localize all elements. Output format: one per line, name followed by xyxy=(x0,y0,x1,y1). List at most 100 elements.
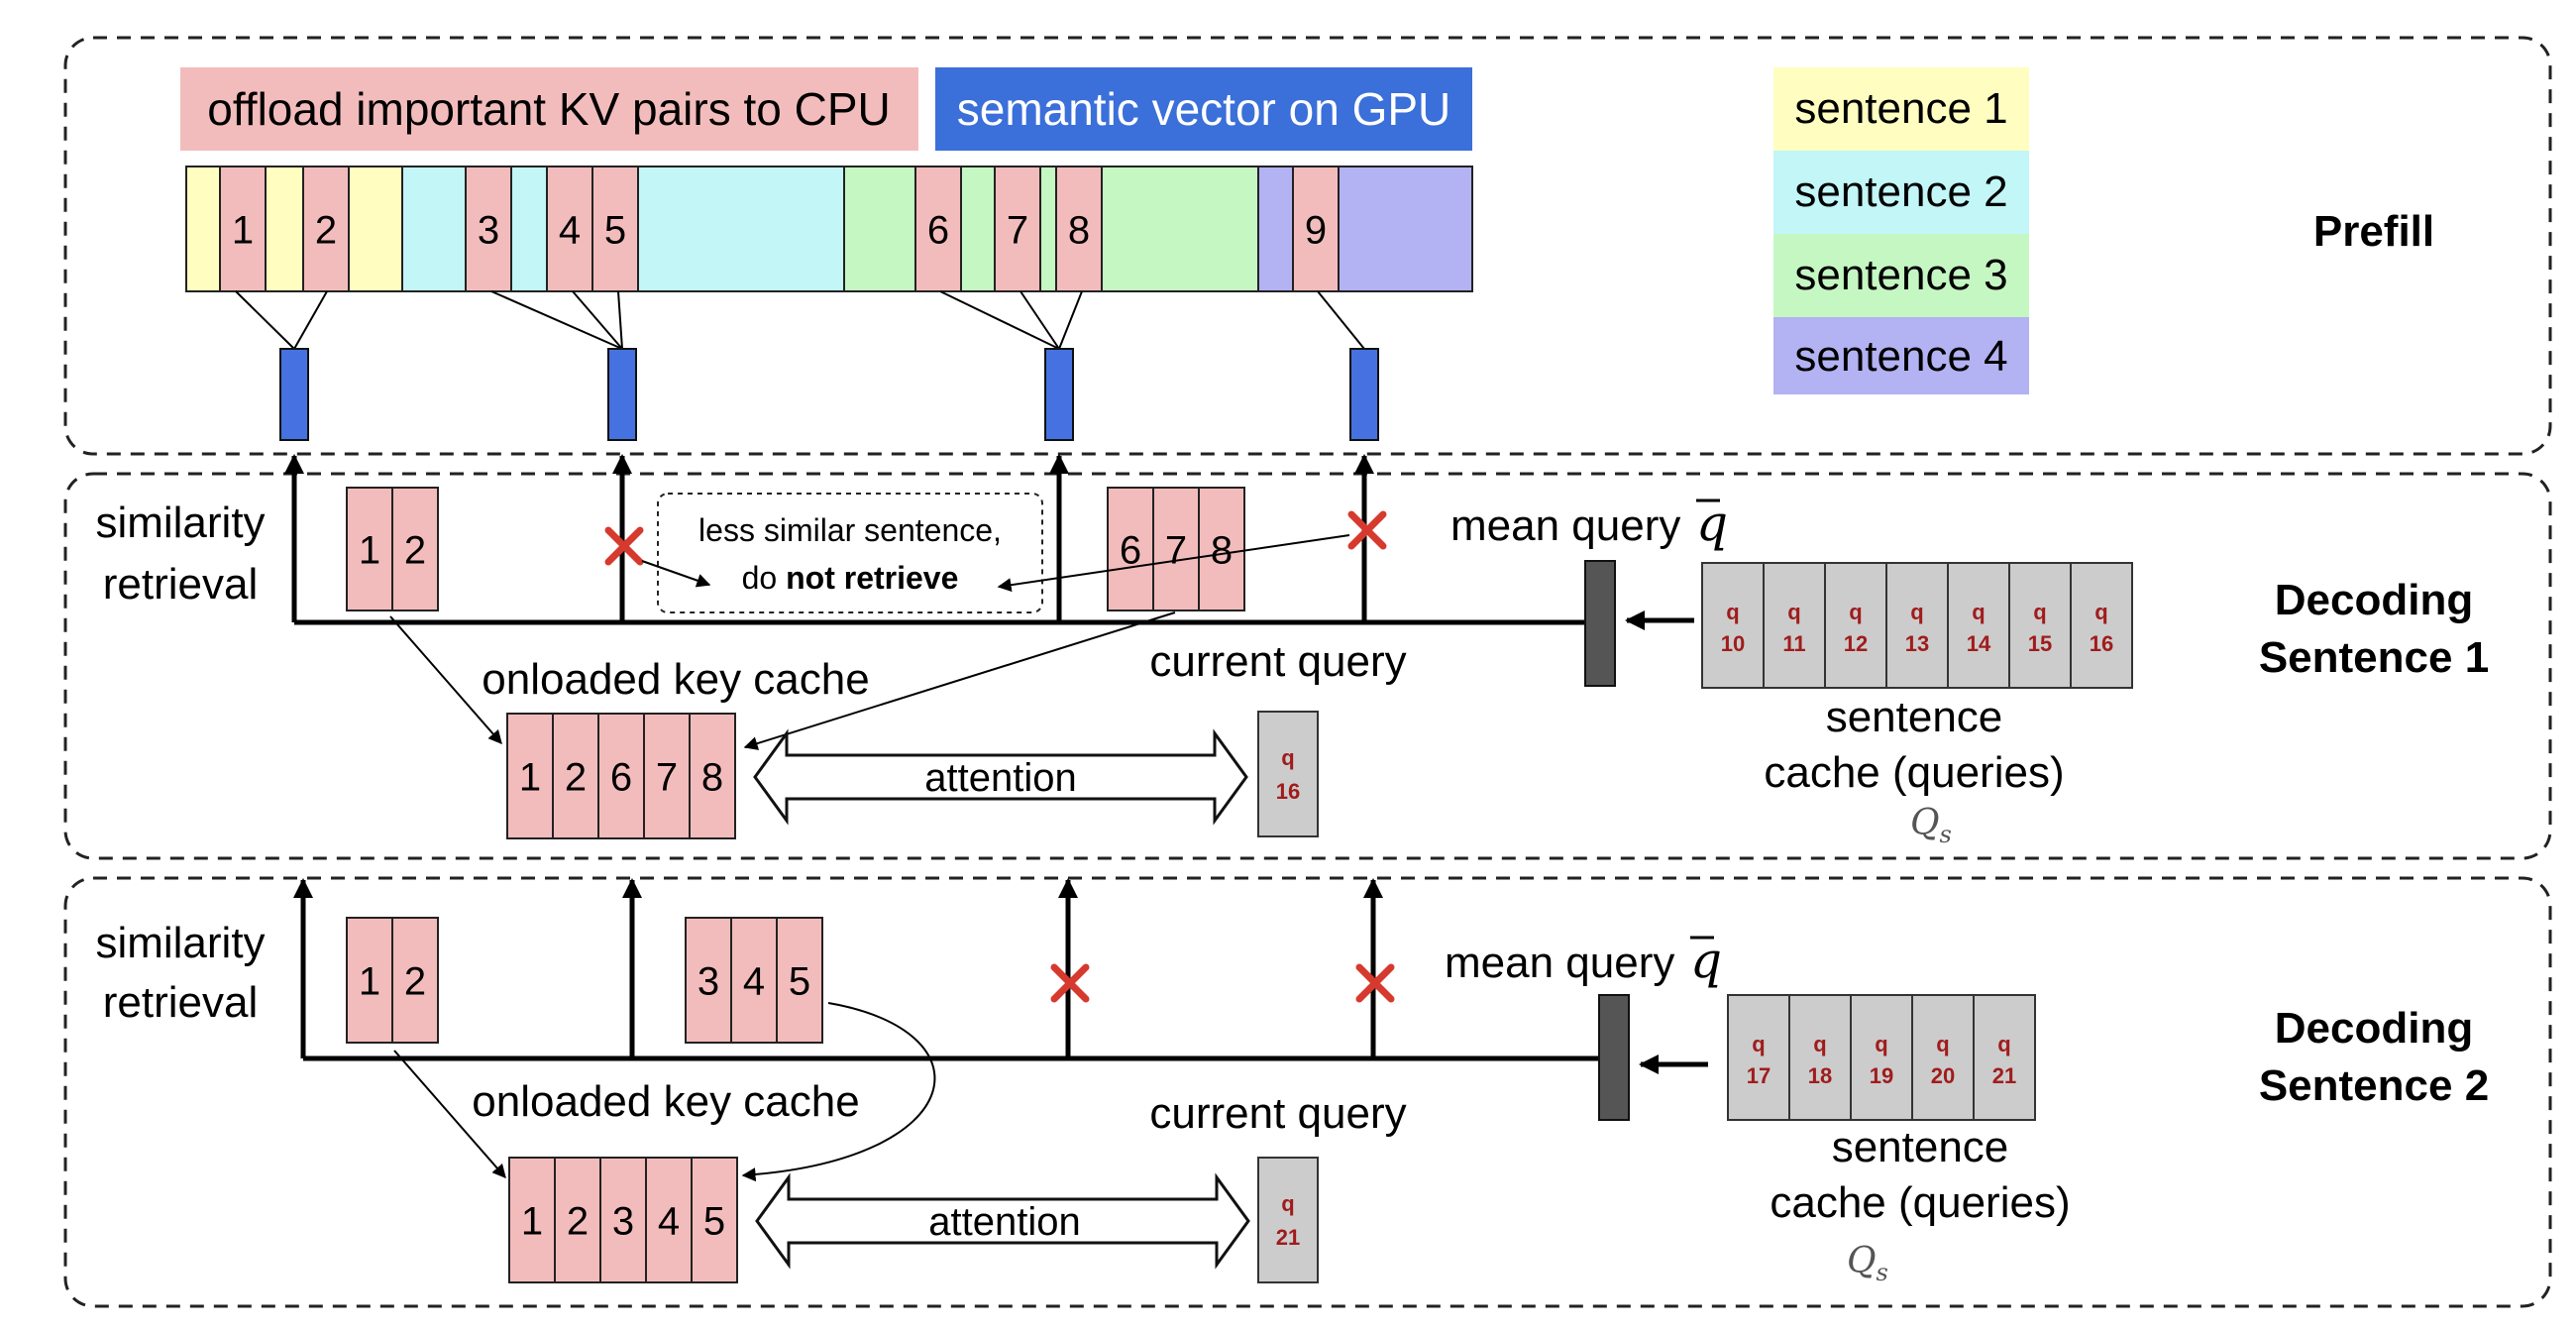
decode1-current-query: q 16 xyxy=(1257,711,1319,837)
query-cell: q 20 xyxy=(1911,994,1975,1121)
onloaded-key: 4 xyxy=(645,1157,693,1283)
onloaded-key: 2 xyxy=(552,713,599,839)
svg-text:5: 5 xyxy=(604,208,626,252)
decode2-current-query-label: current query xyxy=(1149,1089,1406,1138)
svg-text:16: 16 xyxy=(2090,631,2113,656)
svg-text:20: 20 xyxy=(1931,1063,1955,1088)
decode2-arrow-retrieved-b xyxy=(741,1002,936,1182)
query-cell: q10 xyxy=(1701,562,1765,689)
decode1-section-label-line2: Sentence 1 xyxy=(2259,633,2489,682)
svg-text:q: q xyxy=(1972,600,1985,624)
segment-sentence1 xyxy=(185,166,403,292)
cpu-label: offload important KV pairs to CPU xyxy=(180,67,918,151)
onloaded-key: 1 xyxy=(508,1157,556,1283)
svg-text:q: q xyxy=(1936,1032,1949,1056)
svg-text:12: 12 xyxy=(1844,631,1868,656)
query-cell: q21 xyxy=(1973,994,2036,1121)
semantic-vector xyxy=(1044,348,1074,441)
svg-text:19: 19 xyxy=(1870,1063,1893,1088)
svg-text:q: q xyxy=(1813,1032,1826,1056)
decode1-section-label-line1: Decoding xyxy=(2275,576,2473,624)
sentence-legend: sentence 1 sentence 2 sentence 3 sentenc… xyxy=(1773,67,2029,394)
retrieved-key: 1 xyxy=(346,917,393,1044)
svg-text:6: 6 xyxy=(1120,528,1141,572)
segment-sentence3 xyxy=(843,166,1259,292)
retrieved-key: 4 xyxy=(730,917,778,1044)
decode1-sentence-cache-line1: sentence xyxy=(1826,693,2003,741)
kv-token: 9 xyxy=(1292,166,1340,292)
decode1-current-query-label: current query xyxy=(1149,637,1406,686)
svg-text:21: 21 xyxy=(1276,1225,1300,1250)
svg-text:q: q xyxy=(1752,1032,1765,1056)
kv-token: 2 xyxy=(302,166,350,292)
decode1-note: less similar sentence, do not retrieve xyxy=(657,493,1043,613)
svg-text:4: 4 xyxy=(743,959,765,1003)
onloaded-key: 5 xyxy=(691,1157,738,1283)
legend-sentence2: sentence 2 xyxy=(1794,167,2007,216)
onloaded-key: 3 xyxy=(599,1157,647,1283)
svg-text:q: q xyxy=(1787,600,1800,624)
svg-text:2: 2 xyxy=(315,208,337,252)
query-cell: q13 xyxy=(1885,562,1949,689)
svg-text:2: 2 xyxy=(565,755,587,799)
kv-token: 7 xyxy=(994,166,1041,292)
decode2-current-query: q 21 xyxy=(1257,1157,1319,1283)
svg-text:7: 7 xyxy=(656,755,678,799)
svg-text:1: 1 xyxy=(359,528,380,572)
svg-text:6: 6 xyxy=(610,755,632,799)
decode2-section-label-line1: Decoding xyxy=(2275,1004,2473,1053)
query-cell: q15 xyxy=(2008,562,2072,689)
query-cell: q11 xyxy=(1763,562,1826,689)
decode1-retrieval-lines xyxy=(284,454,1597,625)
svg-text:7: 7 xyxy=(1007,208,1028,252)
svg-text:4: 4 xyxy=(658,1199,680,1243)
query-cell: q18 xyxy=(1788,994,1852,1121)
decode2-similarity-line2: retrieval xyxy=(103,978,259,1027)
svg-text:q: q xyxy=(1690,932,1722,989)
svg-text:21: 21 xyxy=(1992,1063,2016,1088)
segment-sentence4 xyxy=(1257,166,1473,292)
query-cell: q17 xyxy=(1727,994,1790,1121)
decode1-mean-query-bar xyxy=(1584,560,1616,687)
kv-token: 1 xyxy=(219,166,267,292)
retrieved-key: 5 xyxy=(776,917,823,1044)
decode2-retrieval-lines xyxy=(293,878,1613,1061)
decode1-cross-a xyxy=(604,526,644,566)
cpu-label-text: offload important KV pairs to CPU xyxy=(207,83,890,135)
legend-sentence1: sentence 1 xyxy=(1794,84,2007,133)
svg-text:2: 2 xyxy=(404,959,426,1003)
note-arrow-from-cross xyxy=(641,560,711,588)
svg-text:15: 15 xyxy=(2028,631,2052,656)
prefill-panel xyxy=(63,36,2552,456)
decode1-mean-query-label: mean query xyxy=(1450,501,1680,550)
kv-token: 5 xyxy=(591,166,639,292)
semantic-vector xyxy=(607,348,637,441)
decode2-sentence-cache-line2: cache (queries) xyxy=(1770,1178,2070,1227)
onloaded-key: 8 xyxy=(689,713,736,839)
svg-text:4: 4 xyxy=(559,208,581,252)
decode2-sentence-cache-line1: sentence xyxy=(1832,1123,2009,1171)
svg-text:5: 5 xyxy=(789,959,810,1003)
svg-text:q: q xyxy=(1281,745,1294,770)
prefill-sequence xyxy=(185,166,1473,292)
decode2-cross-b xyxy=(1355,963,1395,1003)
svg-text:6: 6 xyxy=(927,208,949,252)
query-cell: q12 xyxy=(1824,562,1887,689)
svg-text:1: 1 xyxy=(521,1199,543,1243)
query-cell: q 16 xyxy=(2070,562,2133,689)
decode1-cross-b xyxy=(1347,510,1387,550)
kv-token: 3 xyxy=(465,166,512,292)
svg-text:q: q xyxy=(1910,600,1923,624)
svg-text:q: q xyxy=(2094,600,2107,624)
svg-text:14: 14 xyxy=(1967,631,1991,656)
decode2-attention-label: attention xyxy=(928,1200,1080,1244)
note-line1: less similar sentence, xyxy=(698,512,1002,548)
svg-text:1: 1 xyxy=(232,208,254,252)
